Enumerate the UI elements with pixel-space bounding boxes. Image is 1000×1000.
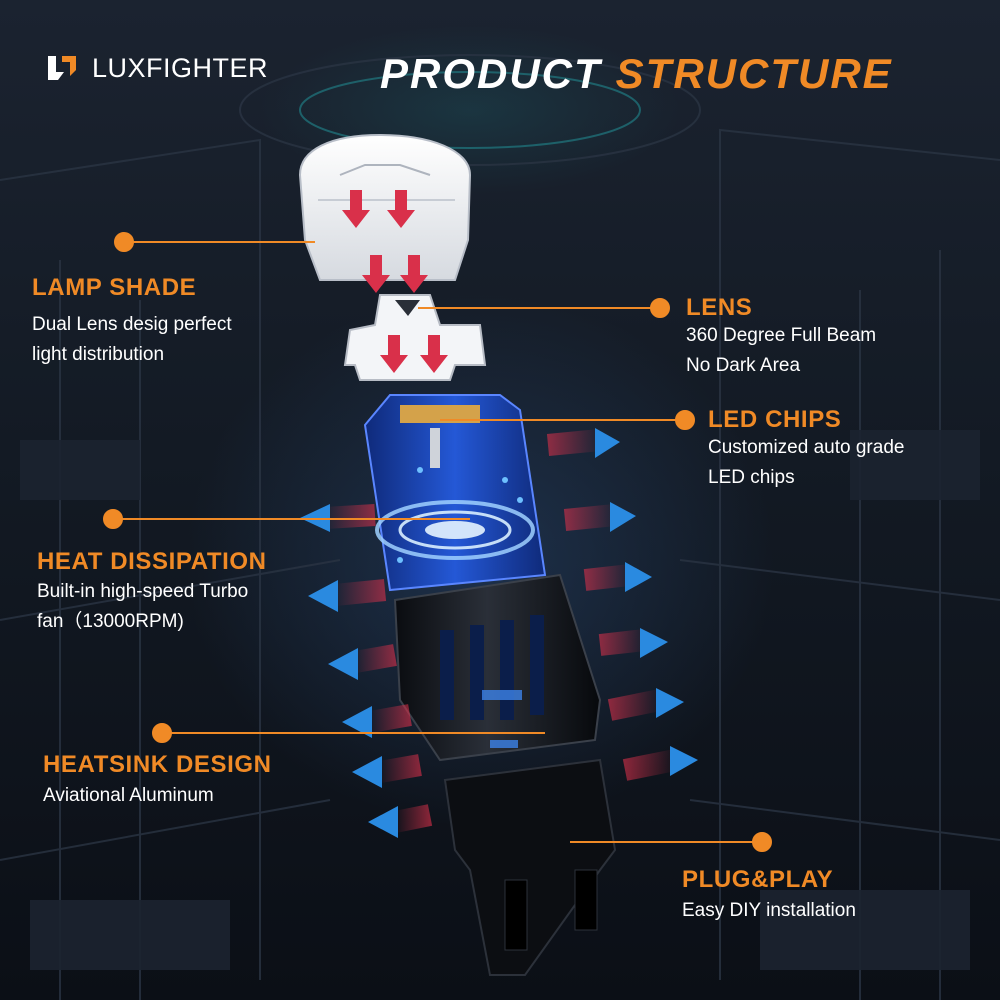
heat-dissipation-description: Built-in high-speed Turbo fan（13000RPM)	[37, 577, 248, 637]
lens-description: 360 Degree Full Beam No Dark Area	[686, 321, 876, 381]
title-part-product: PRODUCT	[380, 50, 602, 97]
led-chips-heading: LED CHIPS	[708, 406, 842, 433]
plug-play-description: Easy DIY installation	[682, 896, 856, 926]
led-chips-description: Customized auto grade LED chips	[708, 433, 904, 493]
lens-line-2: No Dark Area	[686, 355, 801, 376]
heatsink-design-heading: HEATSINK DESIGN	[43, 751, 272, 778]
lamp-shade-line-1: Dual Lens desig perfect	[32, 314, 232, 335]
heat-dissipation-heading: HEAT DISSIPATION	[37, 548, 267, 575]
heatsink-design-description: Aviational Aluminum	[43, 781, 214, 811]
lamp-shade-line-2: light distribution	[32, 344, 165, 365]
lamp-shade-description: Dual Lens desig perfect light distributi…	[32, 310, 232, 370]
page-title: PRODUCT STRUCTURE	[380, 50, 893, 98]
brand-name: LUXFIGHTER	[92, 52, 269, 83]
luxfighter-logo-icon	[48, 56, 76, 80]
assembly-arrows	[342, 190, 448, 373]
heat-dissipation-line-2: fan（13000RPM)	[37, 611, 184, 632]
heat-dissipation-line-1: Built-in high-speed Turbo	[37, 581, 249, 602]
plug-base-part	[443, 758, 617, 976]
lens-heading: LENS	[686, 294, 753, 321]
led-chips-line-1: Customized auto grade	[708, 437, 905, 458]
heatsink-design-line-1: Aviational Aluminum	[43, 785, 214, 806]
led-pcb-fan-assembly	[363, 394, 547, 592]
lens-part	[343, 294, 487, 381]
airflow-arrows-left	[300, 504, 433, 838]
brand: LUXFIGHTER	[44, 50, 268, 86]
lamp-shade-part	[298, 133, 472, 281]
led-chips-line-2: LED chips	[708, 467, 795, 488]
lens-line-1: 360 Degree Full Beam	[686, 325, 877, 346]
lamp-shade-heading: LAMP SHADE	[32, 274, 197, 301]
plug-play-line-1: Easy DIY installation	[682, 900, 856, 921]
heatsink-part	[393, 573, 602, 762]
airflow-arrows-right	[546, 428, 698, 781]
plug-play-heading: PLUG&PLAY	[682, 866, 834, 893]
title-part-structure: STRUCTURE	[615, 50, 893, 97]
